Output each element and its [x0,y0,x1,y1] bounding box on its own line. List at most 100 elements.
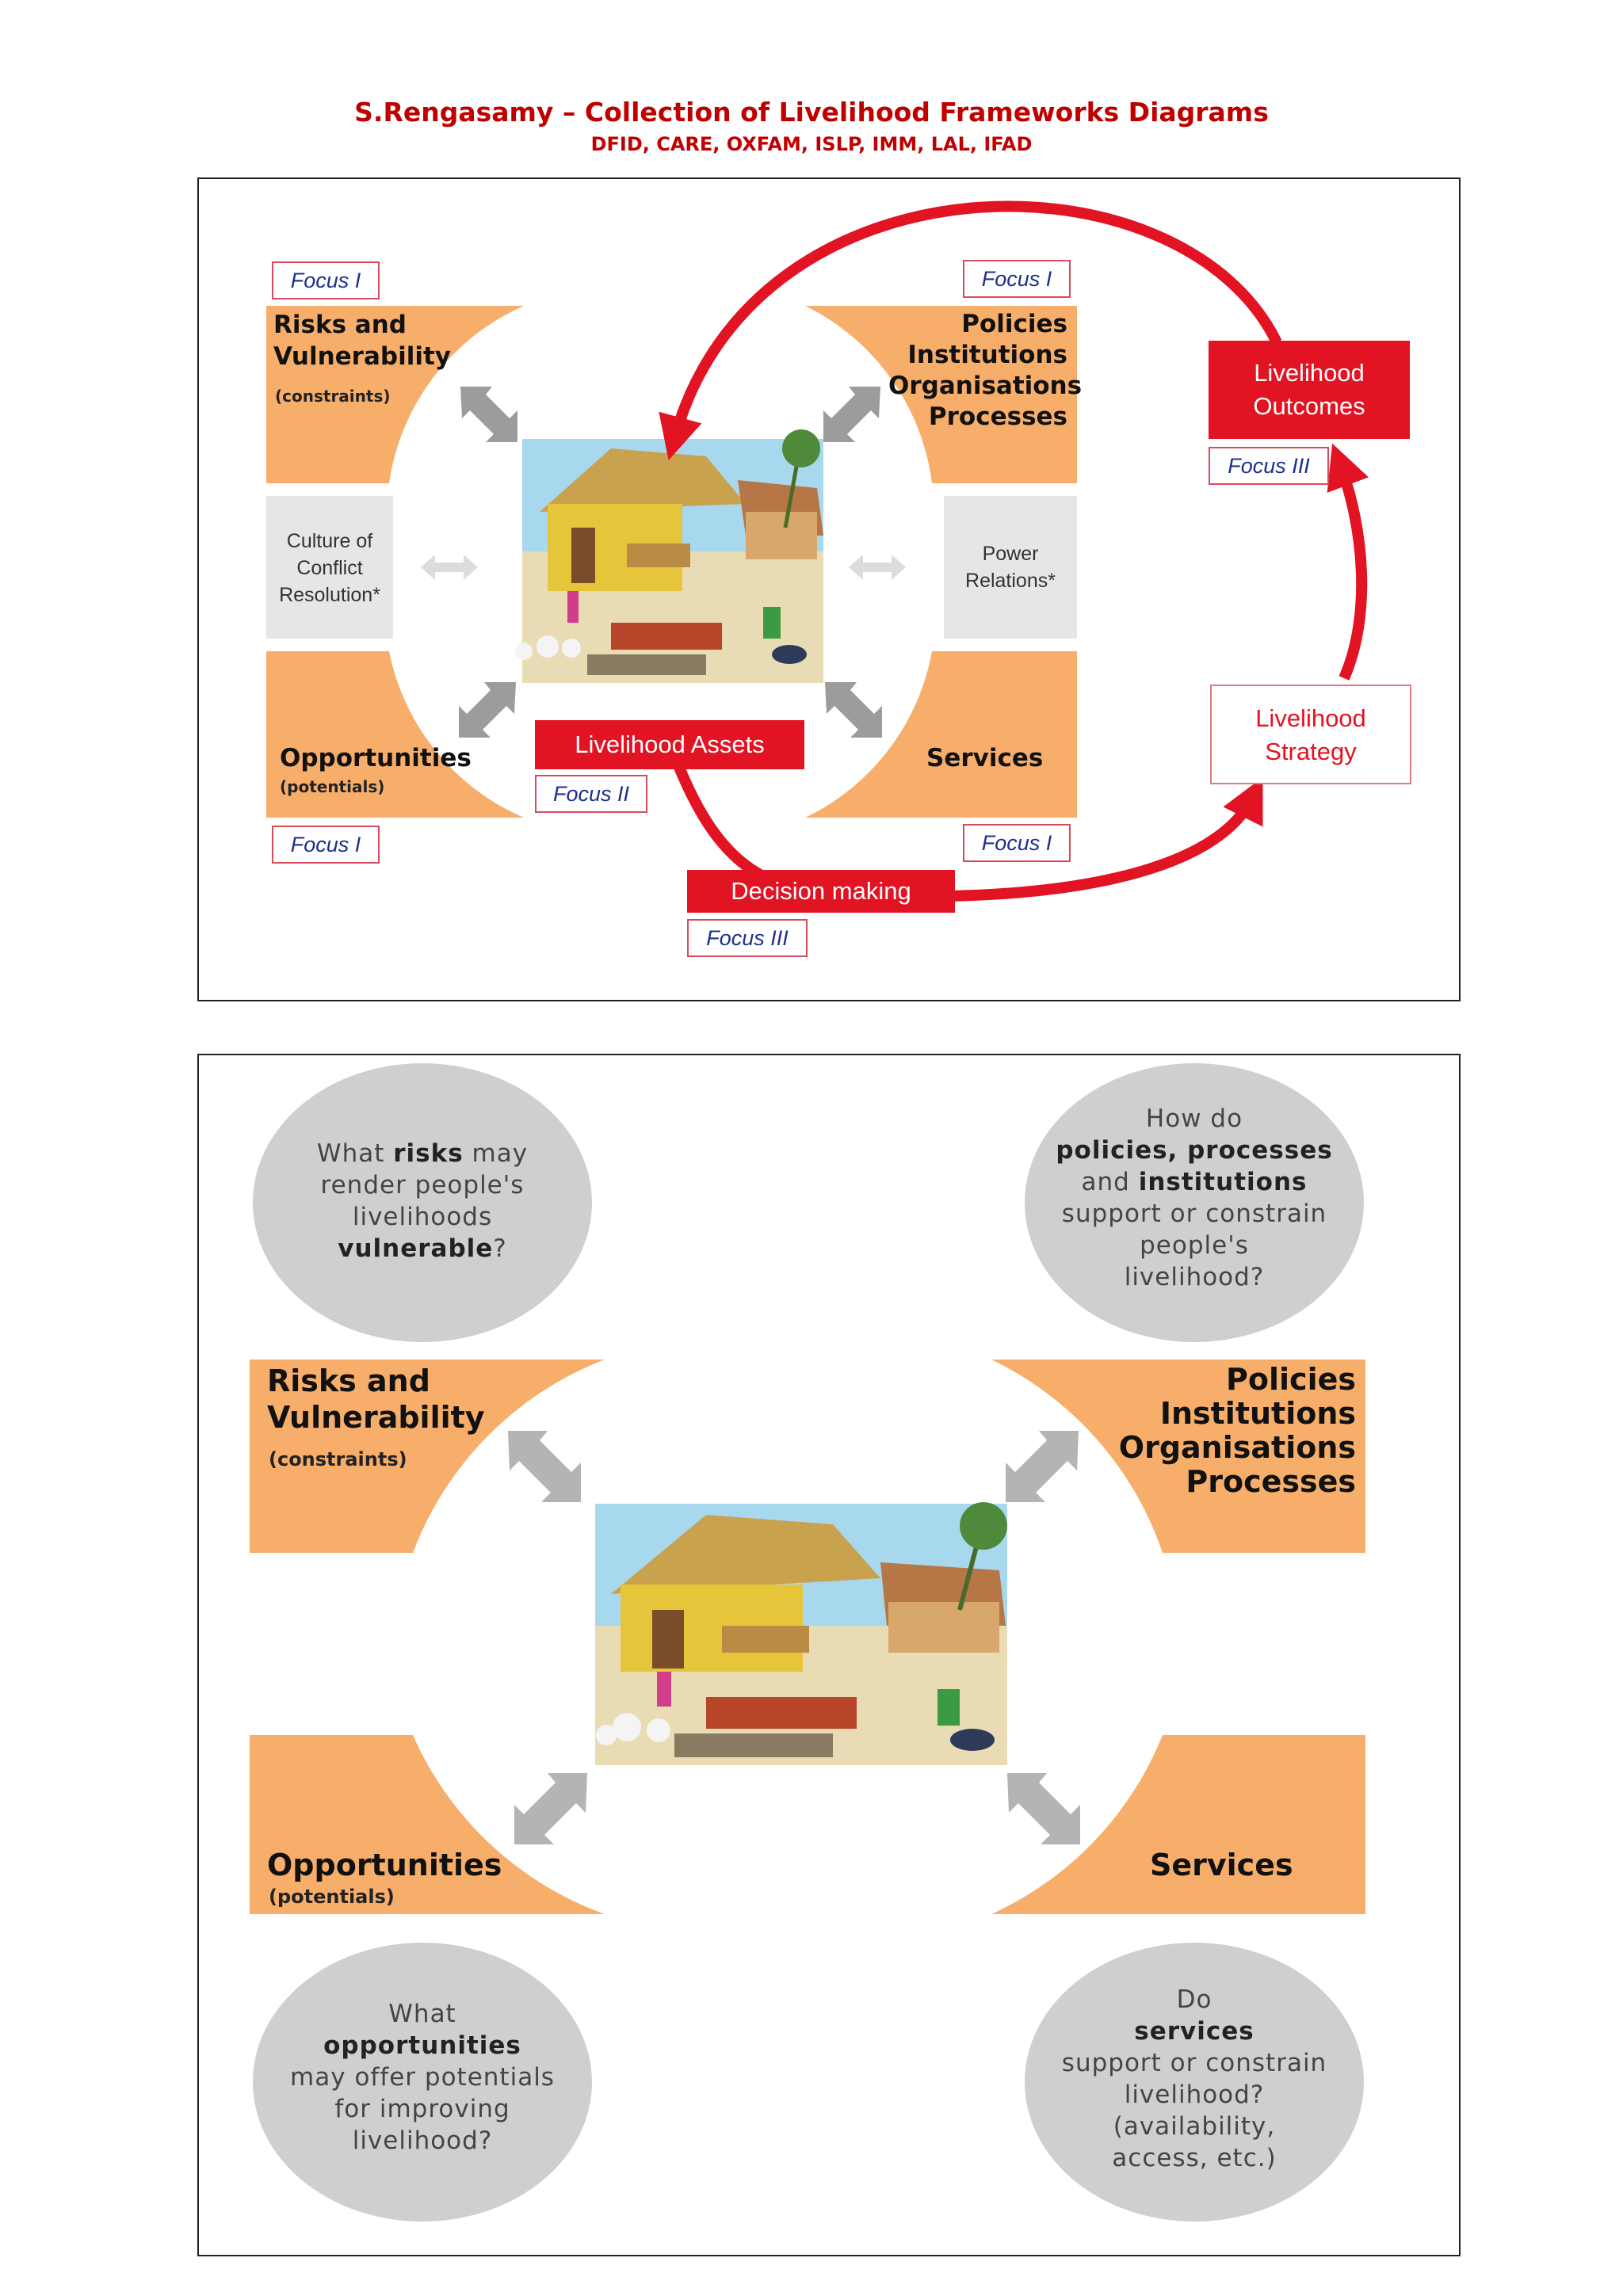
risks2-title-line1: Risks and [267,1363,430,1398]
livelihood-framework-diagram: Risks and Vulnerability (constraints) Po… [197,177,1461,1001]
q-services-a: Do [1176,1985,1212,2014]
arrow2-risks-center [508,1431,581,1502]
arrow-power-light [849,555,906,580]
q-policies-g: livelihood? [1124,1263,1265,1291]
arrow-risks-center [460,387,517,442]
policies-quadrant-shape [805,306,1077,483]
decision-making-box: Decision making [687,870,955,913]
q-risks-d: render people's [320,1171,525,1199]
risks2-title-line2: Vulnerability [267,1400,485,1435]
power-line1: Power [982,543,1039,565]
policies2-line2: Institutions [1159,1396,1356,1431]
q-services-d: livelihood? [1124,2081,1265,2109]
q-risks-b: risks [393,1139,464,1168]
outcomes-line2: Outcomes [1253,392,1365,420]
focus-services-tag: Focus I [963,824,1071,862]
livelihood-outcomes-box: Livelihood Outcomes [1209,341,1410,439]
arrow-opportunities-center [459,682,516,738]
policies-line3: Organisations [888,372,1083,400]
q-policies-d: institutions [1138,1168,1308,1196]
policies-question-circle [1025,1063,1364,1342]
policies2-line1: Policies [1226,1362,1356,1397]
diagram1-grey-arrows [459,387,882,738]
arrow2-policies-center [1006,1431,1079,1502]
arrow2-opportunities-center [514,1773,587,1844]
services-label: Services [926,744,1044,772]
focus-policies-tag: Focus I [963,260,1071,298]
services-label-2: Services [1150,1848,1293,1882]
q-opp-a: What [388,2000,456,2028]
q-opp-d: for improving [334,2095,510,2123]
policies-line1: Policies [961,310,1067,338]
culture-line3: Resolution* [279,584,380,606]
culture-conflict-label: Culture of Conflict Resolution* [266,528,393,608]
q-services-c: support or constrain [1061,2049,1327,2077]
services-quadrant-shape [805,651,1077,818]
village-illustration-2 [595,1502,1007,1765]
q-opp-c: may offer potentials [290,2063,555,2092]
policies-label-2: Policies Institutions Organisations Proc… [1063,1363,1356,1499]
q-opp-e: livelihood? [352,2126,493,2155]
diagram1-light-arrows [421,555,906,580]
page-title: S.Rengasamy – Collection of Livelihood F… [354,97,1269,128]
q-policies-f: people's [1140,1231,1249,1260]
strategy-to-outcomes-arrow [1327,443,1369,681]
q-risks-f: vulnerable [338,1234,494,1263]
opportunities-quadrant-shape [266,651,524,818]
outcomes-line1: Livelihood [1254,359,1365,387]
q-policies-c: and [1081,1168,1139,1196]
services-question-circle [1025,1943,1364,2222]
services-quadrant-shape-2 [991,1735,1365,1914]
culture-line1: Culture of [286,530,373,552]
focus-decision-tag: Focus III [687,919,808,957]
q-risks-a: What [316,1139,394,1168]
q-policies-b: policies, processes [1056,1136,1333,1165]
arrow2-services-center [1007,1773,1080,1844]
feedback-arc-arrow [659,200,1282,461]
policies-line4: Processes [928,402,1067,431]
strategy-line1: Livelihood [1255,704,1366,732]
livelihood-assets-box: Livelihood Assets [535,720,804,769]
q-services-b: services [1134,2017,1254,2046]
page-subtitle: DFID, CARE, OXFAM, ISLP, IMM, LAL, IFAD [590,133,1033,155]
livelihood-questions-diagram: Risks and Vulnerability (constraints) Po… [197,1054,1461,2256]
q-services-f: access, etc.) [1112,2144,1277,2172]
risks-quadrant-shape-2 [250,1360,605,1553]
opportunities-question-text: What opportunities may offer potentials … [256,1998,589,2157]
q-services-e: (availability, [1113,2112,1276,2141]
risks-vulnerability-label-2: Risks and Vulnerability [267,1363,485,1436]
power-line2: Relations* [965,570,1056,592]
risks-quadrant-shape [266,306,524,483]
diagram2-graphics [250,1063,1365,2222]
opportunities-quadrant-shape-2 [250,1735,605,1914]
risks-vulnerability-label: Risks and Vulnerability [273,309,451,372]
policies-line2: Institutions [907,341,1067,369]
focus-risks-tag: Focus I [272,261,380,299]
q-risks-c: may [463,1139,529,1168]
risks-question-circle [253,1063,592,1342]
livelihood-strategy-box: Livelihood Strategy [1210,685,1411,784]
policies-question-text: How do policies, processes and instituti… [1028,1103,1361,1293]
opportunities-potentials-note-2: (potentials) [269,1886,395,1908]
policies-quadrant-shape-2 [991,1360,1365,1553]
arrow-services-center [825,682,882,738]
opportunities-question-circle [253,1943,592,2222]
q-risks-e: livelihoods [352,1203,493,1231]
arrow-policies-center [823,387,880,442]
arrow-culture-light [421,555,478,580]
risks-constraints-note-2: (constraints) [269,1448,407,1470]
risks-title-line2: Vulnerability [273,342,451,371]
focus-assets-tag: Focus II [535,775,647,813]
decision-to-strategy-arrow [951,776,1263,902]
diagram2-grey-arrows [508,1431,1080,1844]
policies2-line4: Processes [1186,1464,1356,1499]
power-relations-label: Power Relations* [944,540,1077,594]
services-question-text: Do services support or constrain livelih… [1028,1984,1361,2174]
opportunities-potentials-note: (potentials) [280,777,385,796]
culture-line2: Conflict [296,557,363,579]
focus-outcomes-tag: Focus III [1209,447,1329,485]
q-policies-a: How do [1145,1104,1243,1133]
focus-opportunities-tag: Focus I [272,826,380,864]
policies-label: Policies Institutions Organisations Proc… [888,309,1083,433]
strategy-line2: Strategy [1265,738,1357,765]
